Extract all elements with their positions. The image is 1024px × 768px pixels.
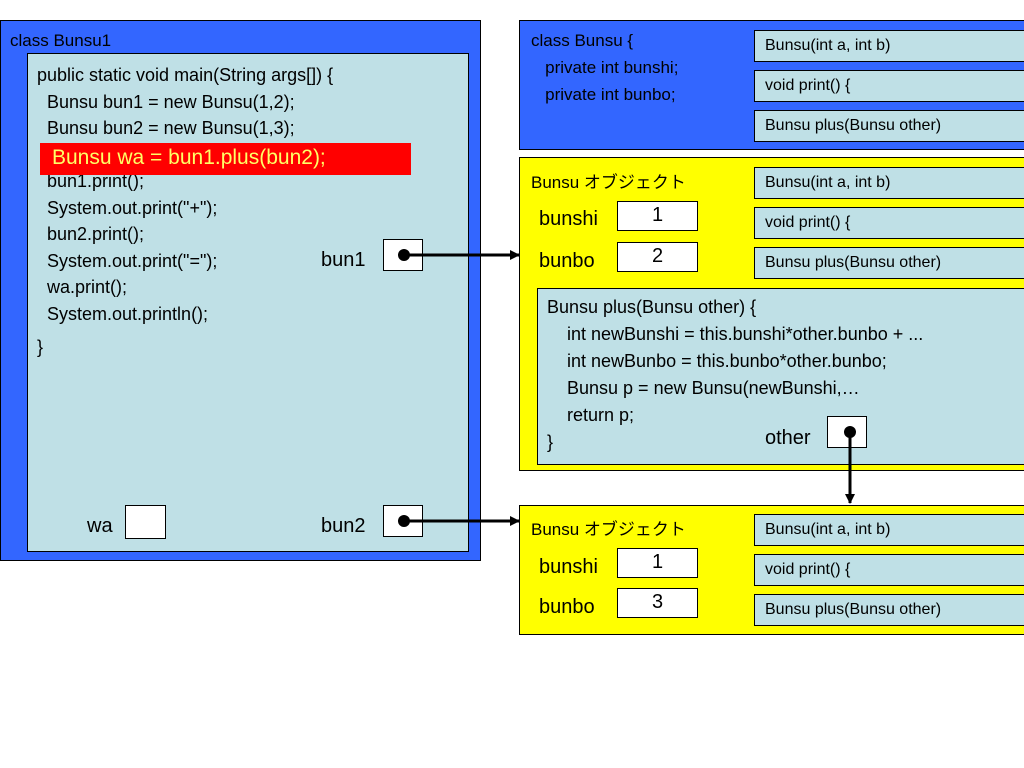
plus-code-line: int newBunshi = this.bunshi*other.bunbo …: [547, 324, 924, 344]
class-method-plus: Bunsu plus(Bunsu other): [754, 110, 1024, 142]
var-wa-slot: [125, 505, 166, 539]
code-line: public static void main(String args[]) {: [37, 65, 334, 85]
main-class-title: class Bunsu1: [10, 31, 112, 50]
code-line: bun2.print();: [37, 224, 145, 244]
code-line: Bunsu bun1 = new Bunsu(1,2);: [37, 91, 295, 112]
class-method-print: void print() {: [754, 70, 1024, 102]
plus-code-line: return p;: [547, 405, 635, 425]
var-bun1-label: bun1: [321, 249, 366, 271]
other-label: other: [765, 427, 811, 449]
var-bun2-label: bun2: [321, 515, 366, 537]
main-method-panel: [27, 53, 469, 552]
object1-bunshi-label: bunshi: [539, 208, 598, 230]
object1-bunbo-value: 2: [617, 242, 698, 272]
code-line: System.out.print("+");: [37, 197, 218, 218]
object2-method-plus: Bunsu plus(Bunsu other): [754, 594, 1024, 626]
plus-code-line: Bunsu plus(Bunsu other) {: [547, 297, 757, 317]
code-line: }: [37, 337, 44, 357]
plus-method-panel: [537, 288, 1024, 465]
class-def-line: class Bunsu {: [531, 31, 634, 50]
plus-code-line: }: [547, 432, 554, 452]
object1-bunbo-label: bunbo: [539, 250, 595, 272]
object2-bunbo-value: 3: [617, 588, 698, 618]
object1-method-plus: Bunsu plus(Bunsu other): [754, 247, 1024, 279]
object1-title: Bunsu オブジェクト: [531, 173, 686, 192]
object2-bunshi-label: bunshi: [539, 556, 598, 578]
object1-method-print: void print() {: [754, 207, 1024, 239]
code-line: wa.print();: [37, 277, 128, 297]
class-method-constructor: Bunsu(int a, int b): [754, 30, 1024, 62]
code-line: Bunsu bun2 = new Bunsu(1,3);: [37, 118, 295, 138]
highlighted-code-text: Bunsu wa = bun1.plus(bun2);: [52, 146, 326, 169]
code-line: bun1.print();: [37, 171, 145, 191]
object2-method-constructor: Bunsu(int a, int b): [754, 514, 1024, 546]
object2-bunbo-label: bunbo: [539, 596, 595, 618]
object2-title: Bunsu オブジェクト: [531, 520, 686, 539]
object1-method-constructor: Bunsu(int a, int b): [754, 167, 1024, 199]
code-line: System.out.print("=");: [37, 250, 218, 271]
class-def-line: private int bunshi;: [531, 58, 679, 77]
var-wa-label: wa: [87, 515, 113, 537]
code-line: System.out.println();: [37, 303, 209, 324]
object1-bunshi-value: 1: [617, 201, 698, 231]
class-def-line: private int bunbo;: [531, 85, 676, 104]
object2-bunshi-value: 1: [617, 548, 698, 578]
object2-method-print: void print() {: [754, 554, 1024, 586]
plus-code-line: Bunsu p = new Bunsu(newBunshi,…: [547, 378, 860, 398]
plus-code-line: int newBunbo = this.bunbo*other.bunbo;: [547, 351, 887, 371]
highlighted-code-line: [40, 143, 411, 175]
